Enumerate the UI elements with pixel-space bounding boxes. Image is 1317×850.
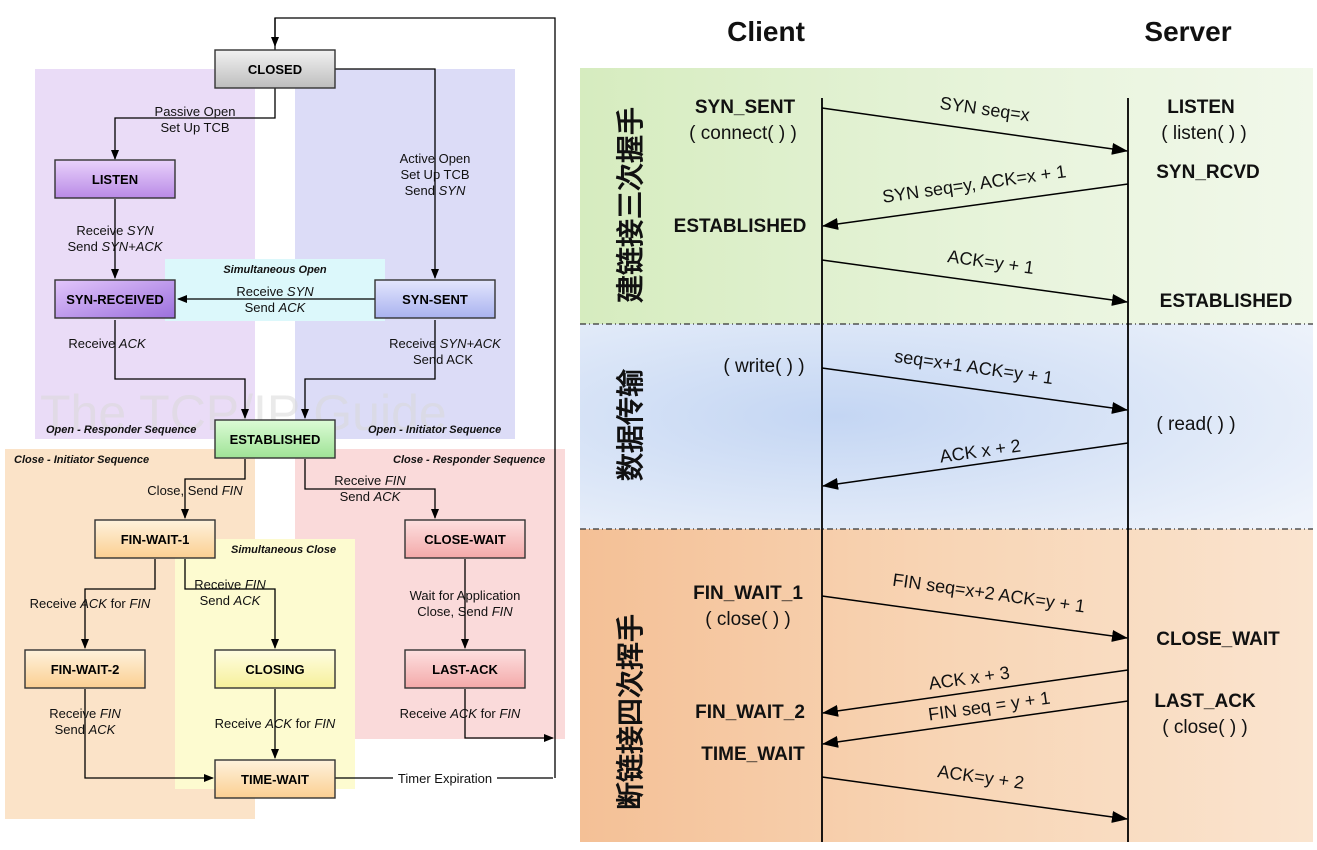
state-fin-wait-1[interactable]: FIN-WAIT-1: [94, 519, 216, 559]
arrow-ack: [821, 259, 1128, 306]
arrow-data-ack: [822, 442, 1129, 490]
label-synsent-receive: Receive SYN+ACK: [389, 336, 502, 351]
label-cw-close: Close, Send FIN: [417, 604, 513, 619]
label-close-initiator: Close - Initiator Sequence: [14, 454, 149, 466]
state-listen-label: LISTEN: [92, 172, 138, 187]
state-syn-sent-label: SYN-SENT: [402, 292, 468, 307]
state-closed-label: CLOSED: [248, 62, 302, 77]
arrow-data: [821, 367, 1128, 414]
client-syn-sent: SYN_SENT: [695, 97, 796, 118]
label-fw2-send: Send ACK: [55, 722, 117, 737]
arrow-fin2: [822, 700, 1129, 748]
arrow-syn-ack: [822, 183, 1129, 230]
server-last-ack: LAST_ACK: [1154, 691, 1256, 712]
state-syn-sent[interactable]: SYN-SENT: [374, 279, 496, 319]
state-time-wait[interactable]: TIME-WAIT: [214, 759, 336, 799]
phase-transfer-panel: [580, 324, 1313, 529]
label-active-open: Active Open: [400, 151, 471, 166]
state-time-wait-label: TIME-WAIT: [241, 772, 309, 787]
label-lastack-ack: Receive ACK for FIN: [400, 706, 521, 721]
header-server: Server: [1144, 16, 1231, 47]
state-close-wait-label: CLOSE-WAIT: [424, 532, 506, 547]
client-time-wait: TIME_WAIT: [701, 744, 805, 765]
state-fin-wait-2-label: FIN-WAIT-2: [51, 662, 120, 677]
client-established: ESTABLISHED: [674, 216, 807, 237]
label-simultaneous-close: Simultaneous Close: [231, 544, 336, 556]
label-close-send-fin: Close, Send FIN: [147, 483, 243, 498]
arrow-ack-fin1: [822, 669, 1129, 717]
label-fw2-receive: Receive FIN: [49, 706, 121, 721]
transition-labels: Passive Open Set Up TCB Active Open Set …: [30, 104, 521, 786]
client-connect: ( connect( ) ): [689, 123, 797, 144]
label-close-responder: Close - Responder Sequence: [393, 454, 545, 466]
state-established[interactable]: ESTABLISHED: [214, 419, 336, 459]
client-states: SYN_SENT ( connect( ) ) ESTABLISHED ( wr…: [674, 97, 807, 765]
state-established-label: ESTABLISHED: [230, 432, 321, 447]
arrow-syn: [821, 107, 1128, 155]
label-active-send: Send SYN: [405, 183, 466, 198]
phase-handshake-panel: [580, 68, 1313, 324]
state-last-ack[interactable]: LAST-ACK: [404, 649, 526, 689]
label-fw1-fin: Receive FIN: [194, 577, 266, 592]
server-syn-rcvd: SYN_RCVD: [1156, 162, 1259, 183]
label-passive-open: Passive Open: [155, 104, 236, 119]
client-write: ( write( ) ): [723, 356, 804, 377]
label-resp-receive: Receive FIN: [334, 473, 406, 488]
label-simul-receive: Receive SYN: [236, 284, 314, 299]
phase-transfer-label: 数据传输: [614, 368, 647, 481]
client-close: ( close( ) ): [705, 609, 791, 630]
label-resp-send: Send ACK: [340, 489, 402, 504]
label-simul-send: Send ACK: [245, 300, 307, 315]
client-fin-wait-1: FIN_WAIT_1: [693, 583, 803, 604]
state-fin-wait-1-label: FIN-WAIT-1: [121, 532, 190, 547]
region-labels: Open - Responder Sequence Open - Initiat…: [14, 264, 545, 556]
region-simultaneous-open: [165, 259, 385, 321]
phase-handshake-label: 建链接三次握手: [614, 107, 647, 303]
region-open-responder: [35, 69, 255, 439]
state-closing-label: CLOSING: [245, 662, 304, 677]
server-close-wait: CLOSE_WAIT: [1156, 629, 1280, 650]
label-timer-expiration: Timer Expiration: [398, 771, 492, 786]
phase-panels: [580, 68, 1313, 842]
label-listen-receive: Receive SYN: [76, 223, 154, 238]
state-listen[interactable]: LISTEN: [54, 159, 176, 199]
server-close: ( close( ) ): [1162, 717, 1248, 738]
state-closing[interactable]: CLOSING: [214, 649, 336, 689]
label-open-responder: Open - Responder Sequence: [46, 424, 196, 436]
server-states: LISTEN ( listen( ) ) SYN_RCVD ESTABLISHE…: [1154, 97, 1292, 738]
phase-teardown-label: 断链接四次挥手: [614, 614, 647, 810]
server-read: ( read( ) ): [1156, 414, 1235, 435]
header-client: Client: [727, 16, 805, 47]
phase-teardown-panel: [580, 529, 1313, 842]
arrow-fin1: [821, 595, 1128, 642]
message-arrows: [821, 107, 1129, 823]
label-open-initiator: Open - Initiator Sequence: [368, 424, 501, 436]
label-fw1-ack: Receive ACK for FIN: [30, 596, 151, 611]
label-active-tcb: Set Up TCB: [400, 167, 469, 182]
label-fw1-send: Send ACK: [200, 593, 262, 608]
client-fin-wait-2: FIN_WAIT_2: [695, 702, 805, 723]
label-synrcvd-receive: Receive ACK: [68, 336, 147, 351]
region-open-initiator: [295, 69, 515, 439]
label-passive-tcb: Set Up TCB: [160, 120, 229, 135]
server-listen: LISTEN: [1167, 97, 1235, 118]
server-established: ESTABLISHED: [1160, 291, 1293, 312]
label-synsent-send: Send ACK: [413, 352, 473, 367]
state-last-ack-label: LAST-ACK: [432, 662, 498, 677]
state-close-wait[interactable]: CLOSE-WAIT: [404, 519, 526, 559]
state-syn-received[interactable]: SYN-RECEIVED: [54, 279, 176, 319]
state-closed[interactable]: CLOSED: [214, 49, 336, 89]
label-closing-ack: Receive ACK for FIN: [215, 716, 336, 731]
arrow-ack-fin2: [821, 776, 1128, 823]
label-listen-send: Send SYN+ACK: [67, 239, 163, 254]
state-syn-received-label: SYN-RECEIVED: [66, 292, 164, 307]
state-boxes: CLOSED LISTEN SYN-RECEIVED SYN-SENT ESTA…: [24, 49, 526, 799]
state-fin-wait-2[interactable]: FIN-WAIT-2: [24, 649, 146, 689]
server-listen-fn: ( listen( ) ): [1161, 123, 1247, 144]
label-cw-wait: Wait for Application: [410, 588, 521, 603]
label-simultaneous-open: Simultaneous Open: [223, 264, 327, 276]
